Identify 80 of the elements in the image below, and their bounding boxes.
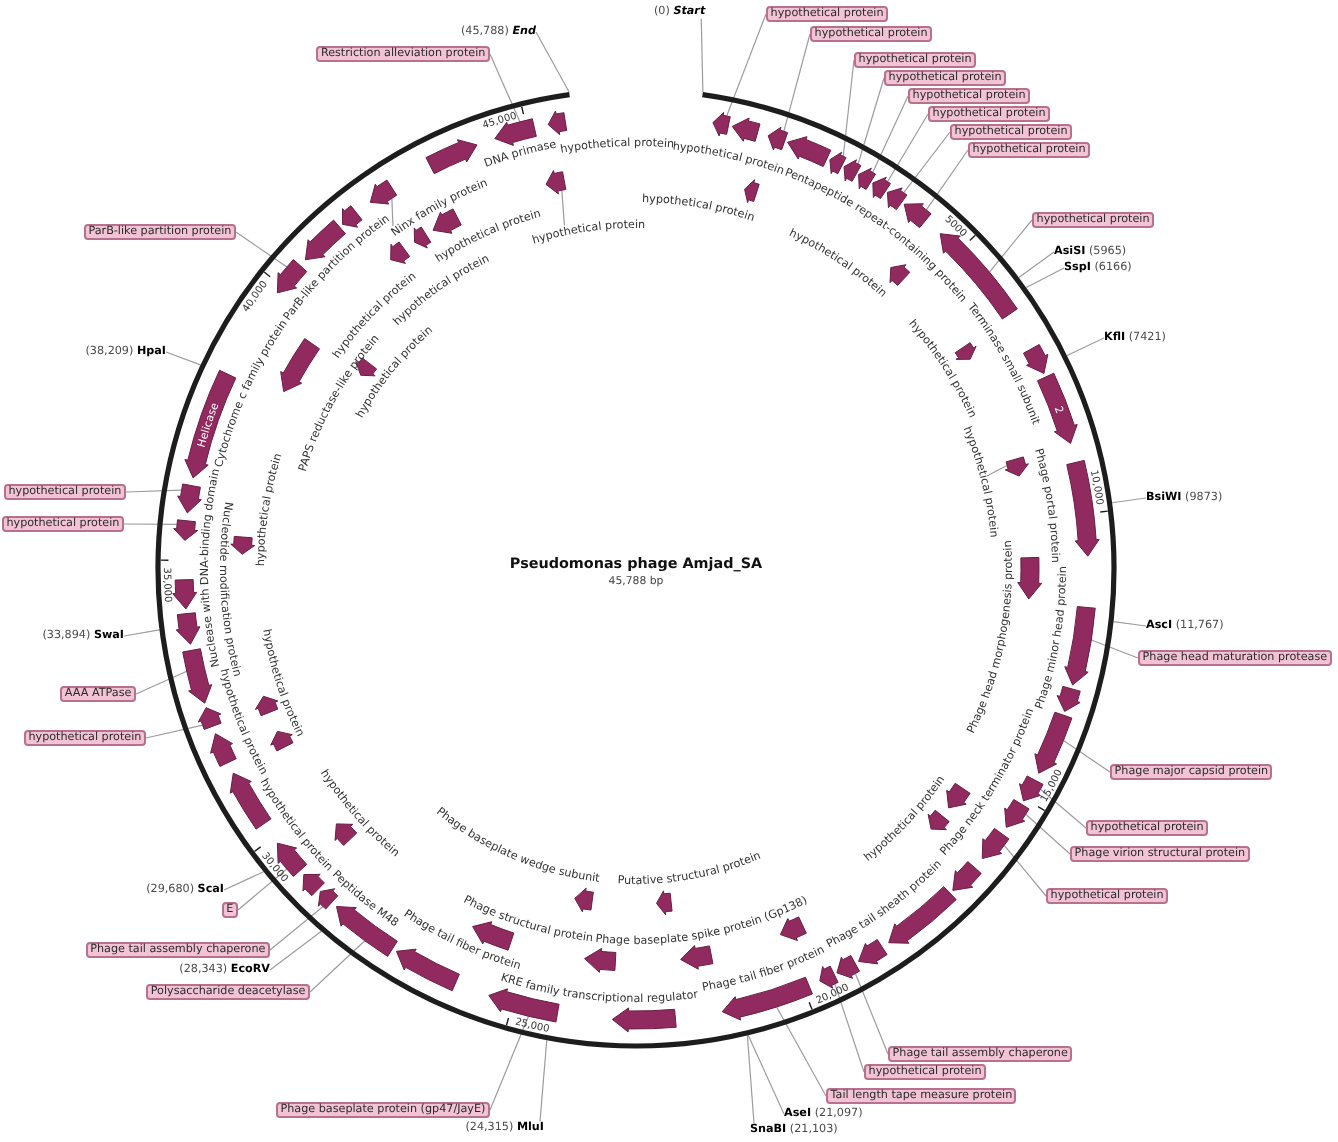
gene-feature: [712, 111, 731, 137]
leader-line: [125, 489, 183, 493]
gene-feature: [1017, 556, 1043, 600]
leader-line: [489, 53, 521, 123]
gene-feature: [173, 519, 199, 541]
leader-line: [726, 13, 767, 117]
gene-feature: [981, 827, 1010, 860]
leader-line: [237, 868, 288, 911]
leader-line: [561, 189, 565, 226]
gene-feature: [611, 1007, 677, 1033]
leader-line: [535, 31, 570, 93]
leader-line: [1025, 813, 1071, 855]
leader-line: [1062, 740, 1111, 773]
gene-feature: [547, 110, 568, 136]
leader-line: [1113, 621, 1147, 627]
gene-feature: [584, 947, 617, 973]
gene-feature: [952, 861, 982, 891]
gene-feature: [1037, 372, 1078, 444]
leader-line: [988, 219, 1033, 273]
gene-feature: [425, 139, 478, 175]
leader-line: [223, 871, 265, 891]
gene-feature: [872, 176, 891, 200]
leader-line: [842, 59, 855, 157]
gene-feature: [836, 954, 860, 979]
leader-line: [776, 1006, 827, 1097]
leader-line: [1039, 788, 1087, 829]
leader-line: [269, 930, 322, 971]
gene-feature: [1064, 606, 1096, 686]
gene-feature: [680, 945, 714, 970]
leader-line: [857, 77, 885, 165]
gene-feature: [172, 579, 198, 610]
leader-line: [886, 113, 929, 183]
leader-line: [165, 351, 201, 366]
gene-feature: [302, 873, 325, 897]
leader-line: [700, 18, 704, 93]
leader-line: [123, 629, 160, 637]
leader-line: [1018, 251, 1055, 279]
gene-feature: [369, 179, 398, 205]
gene-feature: [787, 136, 832, 167]
gene-feature: [1004, 456, 1029, 477]
gene-feature: [1066, 459, 1100, 557]
leader-line: [872, 95, 909, 173]
leader-line: [834, 983, 865, 1073]
leader-line: [123, 523, 178, 525]
leader-line: [1090, 639, 1139, 659]
leader-line: [539, 1039, 548, 1122]
gene-feature: [545, 169, 567, 195]
gene-feature: [355, 357, 378, 377]
leader-line: [489, 1015, 530, 1111]
gene-feature: [744, 179, 760, 204]
gene-feature: [230, 535, 256, 555]
leader-line: [988, 464, 1008, 476]
gene-feature: [767, 126, 789, 151]
gene-feature: [858, 167, 876, 190]
gene-feature: [390, 241, 411, 264]
leader-line: [1003, 844, 1047, 897]
gene-feature: [574, 887, 594, 913]
gene-feature: [1056, 685, 1081, 712]
leader-line: [925, 149, 969, 211]
leader-line: [747, 1034, 785, 1115]
leader-line: [145, 724, 204, 739]
leader-line: [746, 1034, 755, 1124]
leader-line: [1111, 497, 1147, 504]
gene-feature: [175, 612, 201, 645]
leader-line: [1025, 267, 1065, 289]
gene-feature: [656, 890, 673, 916]
leader-line: [269, 905, 324, 951]
gene-feature: [903, 203, 932, 229]
gene-feature: [1022, 344, 1049, 374]
gene-feature: [731, 117, 761, 142]
leader-line: [854, 972, 889, 1055]
leader-line: [235, 231, 288, 268]
gene-feature: [177, 483, 202, 514]
leader-line: [391, 197, 394, 227]
gene-feature: [1019, 775, 1044, 802]
leader-line: [903, 131, 951, 194]
leader-line: [135, 670, 188, 695]
leader-line: [309, 940, 366, 993]
gene-feature: [197, 707, 222, 730]
leader-line: [1066, 337, 1105, 357]
